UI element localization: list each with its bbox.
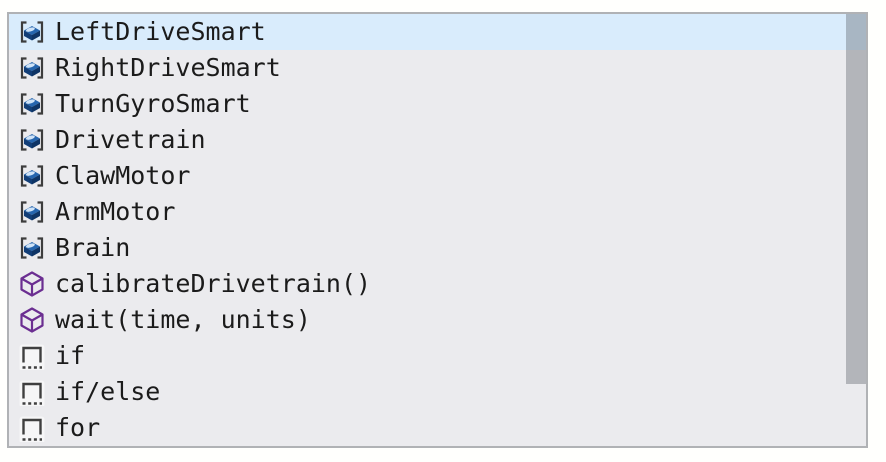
suggestion-item-calibratedrivetrain[interactable]: calibrateDrivetrain() bbox=[9, 266, 866, 302]
suggestion-item-drivetrain[interactable]: Drivetrain bbox=[9, 122, 866, 158]
suggestion-label: Drivetrain bbox=[55, 125, 206, 154]
suggestion-item-armmotor[interactable]: ArmMotor bbox=[9, 194, 866, 230]
device-icon bbox=[20, 129, 44, 151]
device-icon bbox=[20, 21, 44, 43]
suggestion-list: LeftDriveSmart RightDriveSmart TurnGyroS… bbox=[9, 14, 866, 446]
suggestion-label: ClawMotor bbox=[55, 161, 191, 190]
suggestion-label: if bbox=[55, 341, 86, 370]
suggestion-item-for[interactable]: for bbox=[9, 410, 866, 446]
suggestion-item-wait[interactable]: wait(time, units) bbox=[9, 302, 866, 338]
suggestion-item-rightdrivesmart[interactable]: RightDriveSmart bbox=[9, 50, 866, 86]
suggestion-item-leftdrivesmart[interactable]: LeftDriveSmart bbox=[9, 14, 866, 50]
suggestion-label: ArmMotor bbox=[55, 197, 176, 226]
suggestion-label: Brain bbox=[55, 233, 131, 262]
suggestion-label: RightDriveSmart bbox=[55, 53, 281, 82]
function-icon bbox=[20, 307, 44, 333]
device-icon bbox=[20, 237, 44, 259]
autocomplete-popup: LeftDriveSmart RightDriveSmart TurnGyroS… bbox=[7, 12, 868, 448]
suggestion-item-if[interactable]: if bbox=[9, 338, 866, 374]
suggestion-label: LeftDriveSmart bbox=[55, 17, 266, 46]
snippet-icon bbox=[18, 379, 46, 406]
suggestion-label: for bbox=[55, 413, 101, 442]
device-icon bbox=[20, 93, 44, 115]
suggestion-label: TurnGyroSmart bbox=[55, 89, 251, 118]
snippet-icon bbox=[18, 415, 46, 442]
snippet-icon bbox=[18, 343, 46, 370]
suggestion-item-clawmotor[interactable]: ClawMotor bbox=[9, 158, 866, 194]
suggestion-item-brain[interactable]: Brain bbox=[9, 230, 866, 266]
suggestion-item-ifelse[interactable]: if/else bbox=[9, 374, 866, 410]
device-icon bbox=[20, 201, 44, 223]
suggestion-item-turngyrosmart[interactable]: TurnGyroSmart bbox=[9, 86, 866, 122]
suggestion-label: if/else bbox=[55, 377, 161, 406]
suggestion-label: wait(time, units) bbox=[55, 305, 311, 334]
function-icon bbox=[20, 271, 44, 297]
suggestion-label: calibrateDrivetrain() bbox=[55, 269, 372, 298]
scrollbar-thumb[interactable] bbox=[846, 14, 866, 384]
device-icon bbox=[20, 165, 44, 187]
device-icon bbox=[20, 57, 44, 79]
